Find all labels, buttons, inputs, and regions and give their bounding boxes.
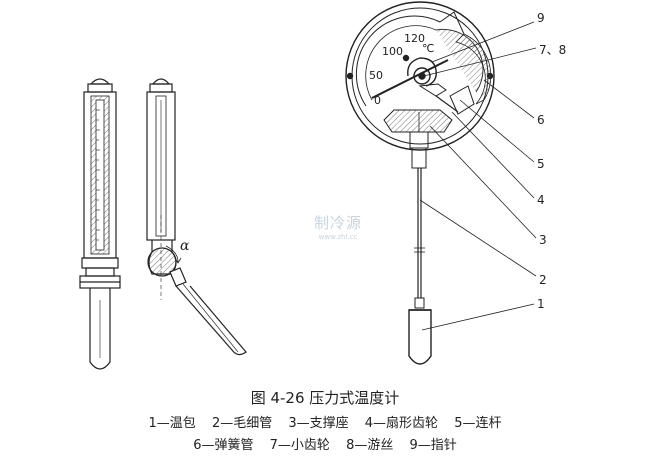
dial-label-50: 50	[369, 69, 383, 82]
watermark: 制冷源 www.zhl.cc	[308, 212, 368, 241]
straight-thermometer	[79, 78, 121, 370]
callout-2: 2	[539, 273, 547, 287]
callout-7-8: 7、8	[539, 43, 566, 57]
legend-item: 8—游丝	[346, 438, 394, 453]
pressure-thermometer-diagram: α 0 50 100 120 ℃	[79, 1, 566, 370]
scale-ticks	[96, 109, 100, 241]
legend-item: 3—支撑座	[288, 416, 349, 431]
dial-label-120: 120	[404, 32, 425, 45]
callout-1: 1	[537, 297, 545, 311]
angle-alpha-label: α	[180, 238, 190, 254]
legend-line-1: 1—温包 2—毛细管 3—支撑座 4—扇形齿轮 5—连杆	[0, 412, 650, 431]
pressure-gauge	[345, 1, 495, 365]
dial-label-0: 0	[374, 94, 381, 107]
watermark-sub: www.zhl.cc	[318, 233, 358, 241]
legend-item: 7—小齿轮	[269, 438, 330, 453]
legend-item: 4—扇形齿轮	[364, 416, 439, 431]
callout-9: 9	[537, 11, 545, 25]
legend-item: 9—指针	[409, 438, 457, 453]
leader-lines	[419, 21, 537, 331]
watermark-main: 制冷源	[313, 214, 362, 232]
figure-title: 图 4-26 压力式温度计	[250, 389, 400, 407]
callout-5: 5	[537, 157, 545, 171]
legend-item: 1—温包	[148, 416, 196, 431]
legend-item: 5—连杆	[454, 416, 502, 431]
callout-4: 4	[537, 193, 545, 207]
legend-item: 6—弹簧管	[193, 438, 254, 453]
dial-label-100: 100	[382, 45, 403, 58]
legend-item: 2—毛细管	[211, 416, 273, 431]
callout-3: 3	[539, 233, 547, 247]
dial-unit-label: ℃	[422, 42, 434, 55]
callout-6: 6	[537, 113, 545, 127]
legend-line-2: 6—弹簧管 7—小齿轮 8—游丝 9—指针	[0, 434, 650, 453]
angled-thermometer	[146, 78, 247, 356]
